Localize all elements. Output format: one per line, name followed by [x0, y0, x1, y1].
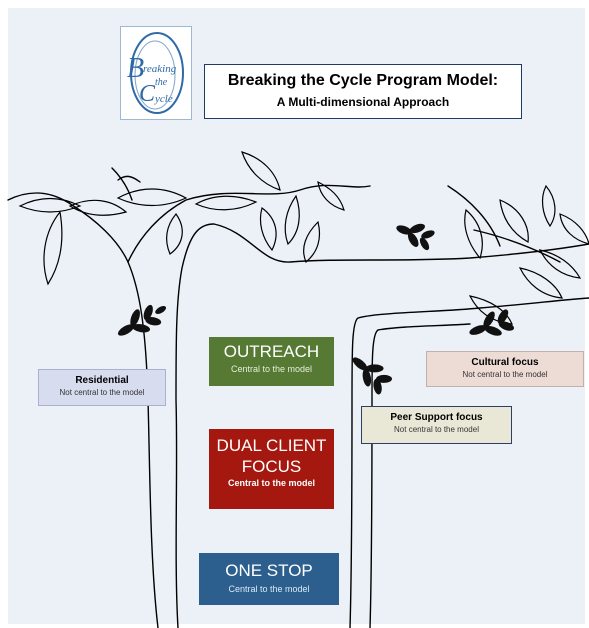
logo-text-the: the: [155, 77, 168, 88]
dual-client-focus-label: DUAL CLIENT FOCUS: [216, 436, 327, 476]
right-trunk: [349, 297, 589, 628]
peer-support-focus-box: Peer Support focus Not central to the mo…: [361, 406, 512, 444]
leaf-outline: [116, 188, 188, 207]
outreach-box: OUTREACH Central to the model: [209, 337, 334, 386]
dual-client-focus-sub: Central to the model: [227, 478, 315, 488]
leaf-outline: [518, 267, 563, 299]
leaf-outline: [541, 184, 556, 228]
leaf-outline: [317, 180, 345, 211]
branch-top: [127, 184, 371, 263]
leaf-outline: [166, 213, 183, 255]
dual-client-focus-box: DUAL CLIENT FOCUS Central to the model: [209, 429, 334, 509]
page-title: Breaking the Cycle Program Model:: [227, 72, 499, 89]
cultural-focus-box: Cultural focus Not central to the model: [426, 351, 584, 387]
left-trunk: [7, 192, 159, 628]
leaf-outline: [468, 295, 513, 325]
residential-label: Residential: [75, 375, 129, 386]
logo-initial-b: B: [127, 53, 145, 84]
leaf-outline: [284, 194, 300, 246]
leaf-sprig: [117, 304, 167, 336]
breaking-the-cycle-logo: B reaking the C ycle: [120, 26, 192, 120]
leaf-outline: [538, 249, 582, 279]
leaf-outline: [464, 208, 483, 260]
page-subtitle: A Multi-dimensional Approach: [276, 95, 450, 109]
leaf-outline: [43, 210, 63, 286]
leaf-outline: [499, 199, 529, 243]
logo-swirl-icon: [130, 32, 184, 114]
leaf-outline: [559, 213, 589, 245]
leaf-outline: [18, 197, 82, 213]
leaf-outline: [194, 195, 258, 211]
logo-text-reaking: reaking: [143, 63, 177, 75]
left-trunk-inner: [175, 223, 589, 628]
leaf-outline: [241, 151, 281, 191]
outreach-sub: Central to the model: [230, 364, 313, 374]
one-stop-box: ONE STOP Central to the model: [199, 553, 339, 605]
cultural-focus-sub: Not central to the model: [462, 370, 548, 379]
one-stop-label: ONE STOP: [225, 561, 313, 580]
residential-box: Residential Not central to the model: [38, 369, 166, 406]
logo-initial-c: C: [139, 81, 156, 107]
peer-support-focus-sub: Not central to the model: [394, 425, 479, 434]
residential-sub: Not central to the model: [59, 388, 145, 397]
right-trunk-inner: [369, 323, 471, 628]
peer-support-focus-label: Peer Support focus: [390, 412, 483, 423]
leaf-sprig: [352, 357, 393, 395]
leaf-sprig: [469, 309, 515, 336]
outreach-label: OUTREACH: [223, 342, 320, 361]
leaf-outline: [68, 199, 128, 216]
cultural-focus-label: Cultural focus: [471, 357, 539, 368]
logo-text-ycle: ycle: [155, 93, 173, 105]
leaf-outline: [303, 220, 321, 263]
title-box: Breaking the Cycle Program Model: A Mult…: [204, 64, 522, 119]
leaf-outline: [259, 207, 277, 252]
one-stop-sub: Central to the model: [228, 584, 310, 594]
leaf-sprig: [396, 223, 435, 251]
